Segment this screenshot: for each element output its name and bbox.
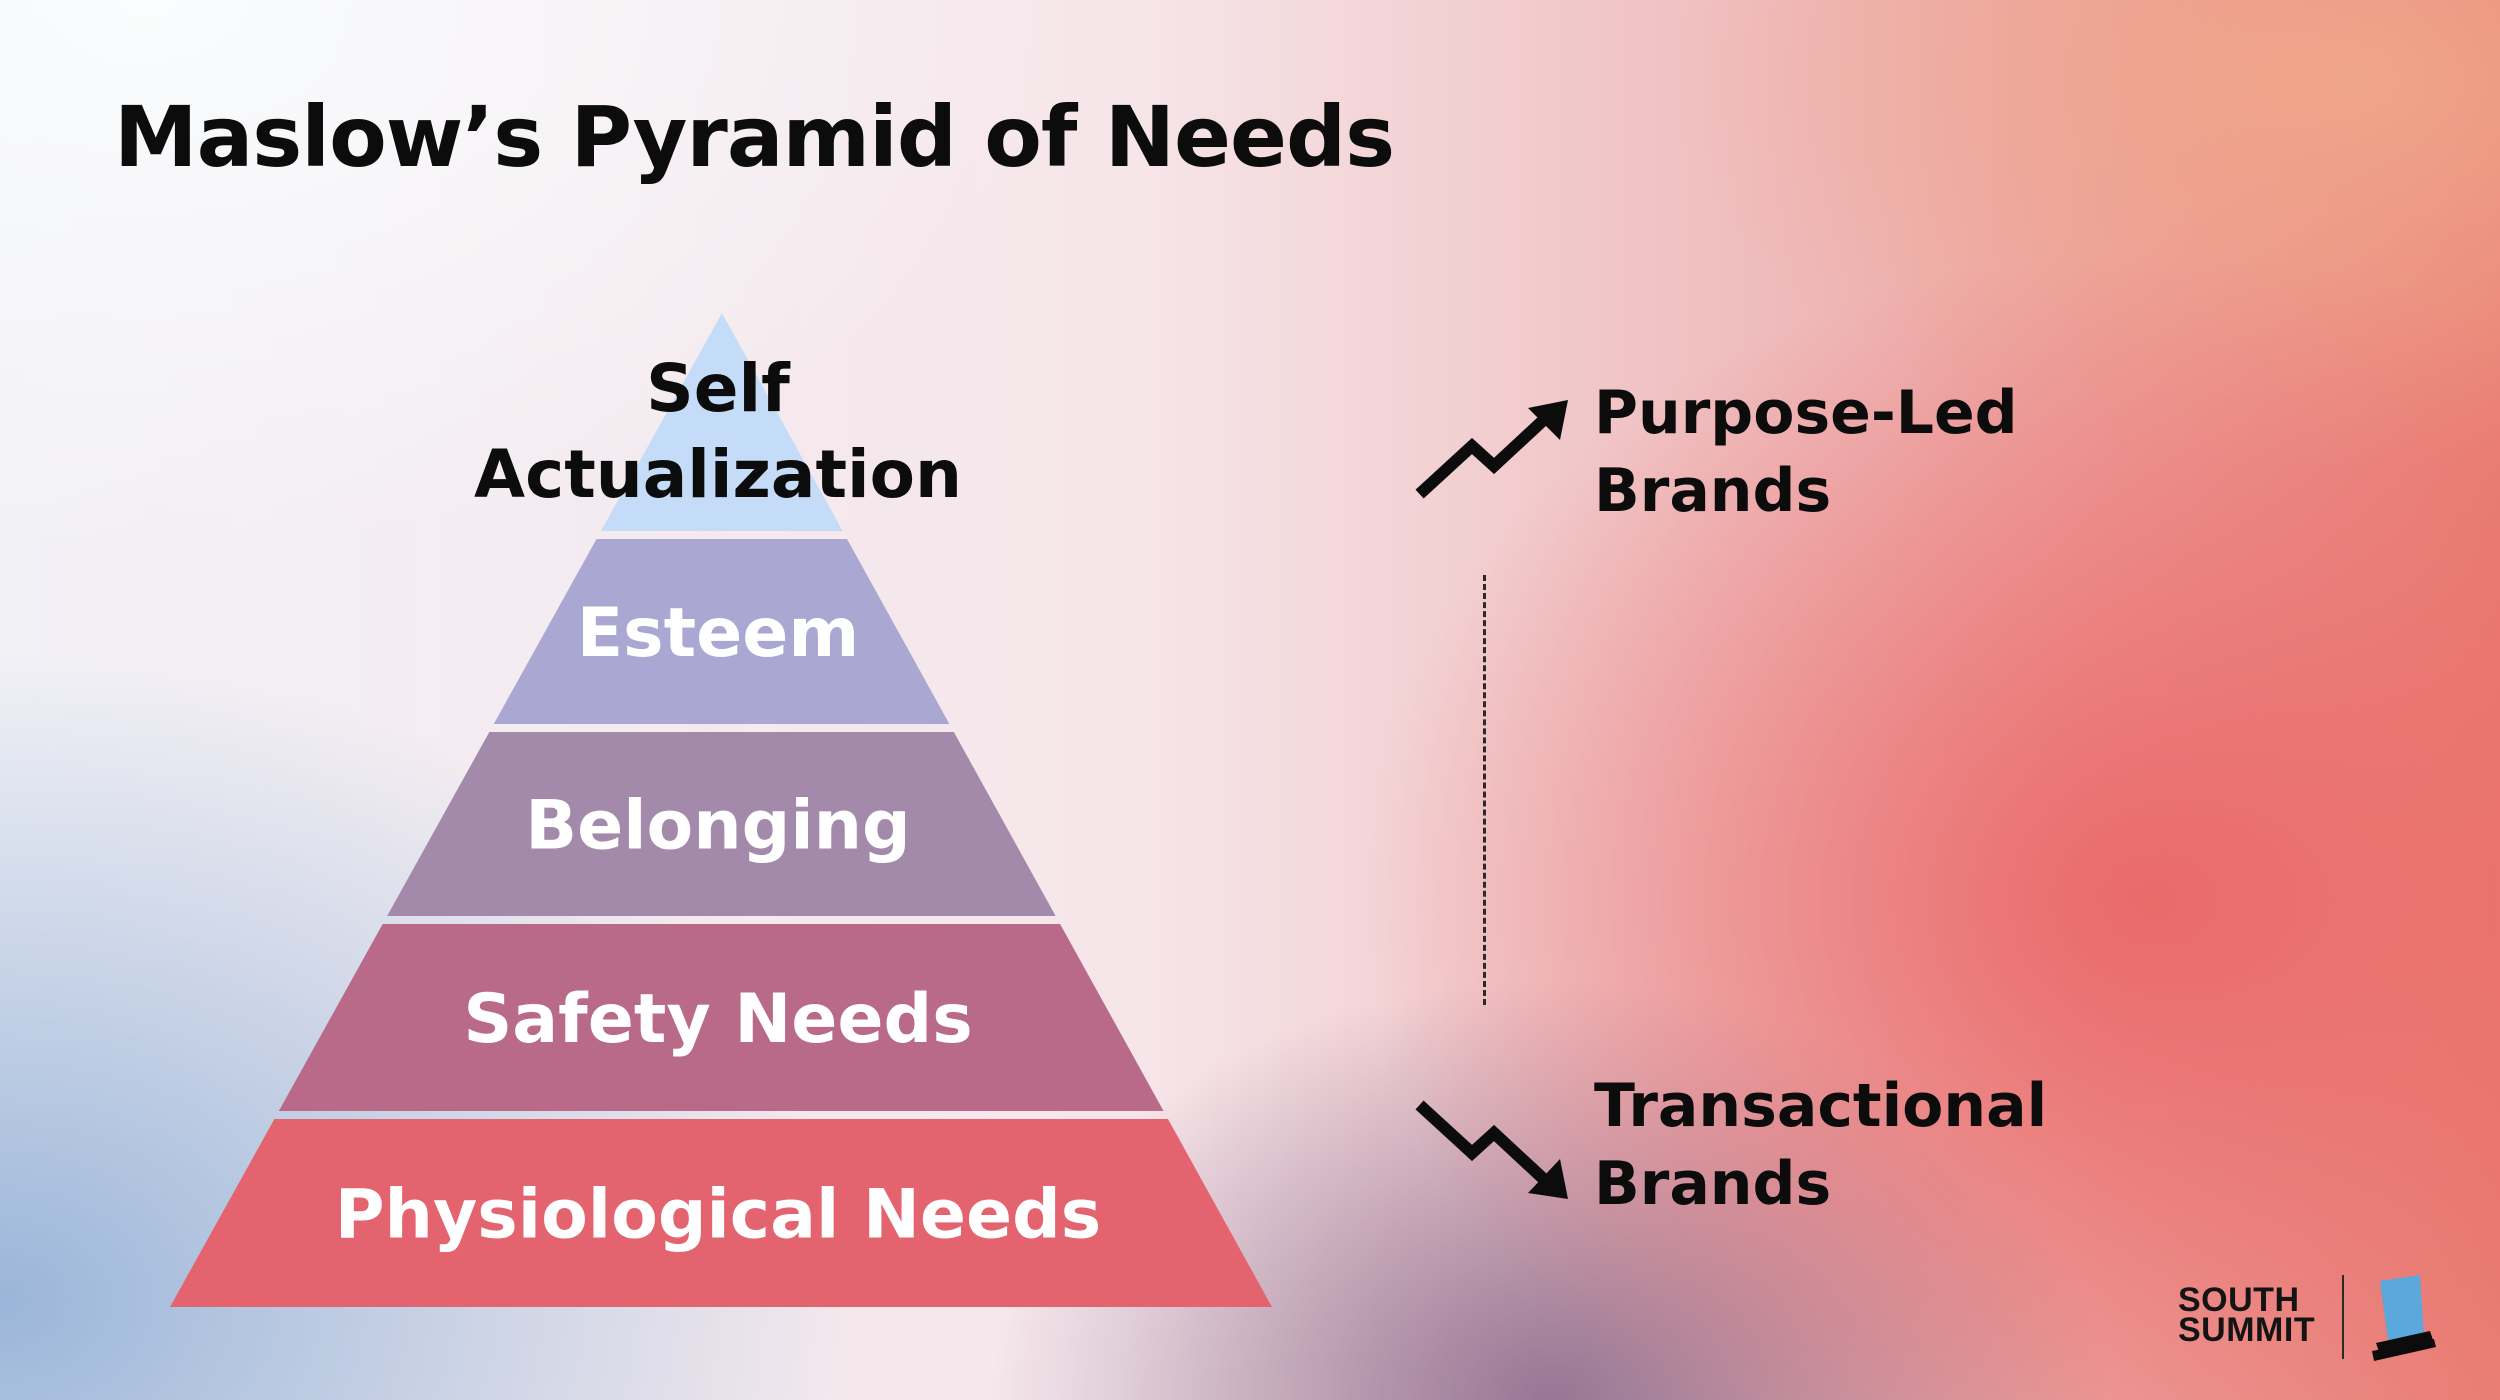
pyramid-tier-self-actualization — [600, 313, 843, 531]
logo-line-2: SUMMIT — [2178, 1311, 2316, 1349]
pyramid-tier-label-safety-needs: Safety Needs — [463, 980, 972, 1059]
purpose-led-brands-label: Purpose-Led Brands — [1594, 374, 2018, 530]
transactional-brands-line-1: Transactional — [1594, 1071, 2048, 1141]
transactional-brands-label: Transactional Brands — [1594, 1067, 2047, 1223]
pyramid-tier-label-physiological-needs: Physiological Needs — [335, 1175, 1102, 1254]
logo-divider — [2342, 1275, 2344, 1359]
pyramid-tier-safety-needs — [278, 924, 1164, 1111]
slide-title: Maslow’s Pyramid of Needs — [114, 88, 1395, 186]
pyramid-tier-label-self-actualization: Actualization — [474, 436, 962, 513]
transactional-brands-line-2: Brands — [1594, 1149, 1832, 1219]
trending-up-icon — [1415, 400, 1568, 499]
logo-wordmark: SOUTH SUMMIT — [2178, 1281, 2316, 1349]
dashed-divider — [1483, 575, 1486, 1005]
south-summit-logo: SOUTH SUMMIT — [2178, 1275, 2438, 1365]
pyramid-tier-label-esteem: Esteem — [577, 594, 860, 673]
purpose-led-brands-line-2: Brands — [1594, 456, 1832, 526]
logo-line-1: SOUTH — [2178, 1281, 2300, 1319]
trending-down-icon — [1415, 1100, 1568, 1199]
pyramid-tier-esteem — [493, 539, 950, 724]
pyramid-tier-label-self-actualization: Self — [646, 350, 791, 427]
pyramid-tier-physiological-needs — [170, 1119, 1272, 1307]
top-hat-icon — [2372, 1275, 2436, 1361]
purpose-led-brands-line-1: Purpose-Led — [1594, 378, 2018, 448]
pyramid-tier-belonging — [387, 732, 1056, 916]
pyramid-tier-label-belonging: Belonging — [525, 786, 910, 865]
